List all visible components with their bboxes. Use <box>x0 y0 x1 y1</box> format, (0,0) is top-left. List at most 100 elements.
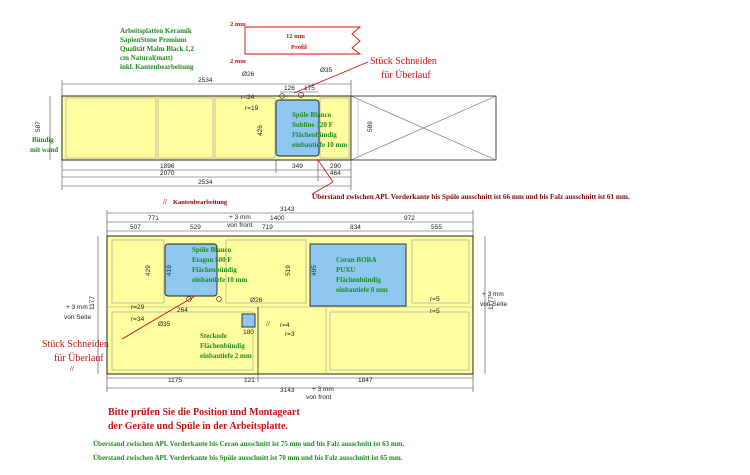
dim-label: 519 <box>285 265 292 276</box>
dim-label: r=24 <box>241 94 255 101</box>
top-wall-note: Bündig mit wand <box>30 136 58 154</box>
dim-label: 507 <box>130 224 141 231</box>
top-worktop <box>61 92 352 161</box>
dim-label: r=5 <box>430 308 440 315</box>
dim-label: 587 <box>35 121 42 132</box>
dim-label: 175 <box>304 85 315 92</box>
edge-profile: 2 mm 2 mm 12 mm Profil <box>230 21 362 65</box>
sink-note-line: einbautiefe 10 mm <box>192 276 247 284</box>
dim-label: 429 <box>145 265 152 276</box>
dim-label: 1177 <box>89 296 96 310</box>
side-tolerance-notes: + 3 mm von Seite + 3 mm von Seite <box>64 291 507 321</box>
edge-label: Kantenbearbeitung <box>173 199 228 206</box>
dim-label: 464 <box>330 170 341 177</box>
socket-note-line: Flächenbündig <box>200 342 245 350</box>
dim-label: von front <box>306 394 331 401</box>
material-line: SapienStone Premium <box>120 36 187 44</box>
overhang-note: Überstand zwischen APL Vorderkante bis S… <box>93 454 403 462</box>
dim-label: 419 <box>166 265 173 276</box>
sink-note-line: Flächenbündig <box>192 266 237 274</box>
sink-note-line: Spüle Blanco <box>192 246 232 254</box>
dim-label: 1400 <box>270 215 285 222</box>
sink-note-line: Spüle Blanco <box>292 111 332 119</box>
dim-label: 495 <box>311 265 318 276</box>
cooktop-note-line: Flächenbündig <box>336 276 381 284</box>
side-tolerance-right: + 3 mm <box>482 291 504 298</box>
sink-note-line: Etagon 500 F <box>192 256 232 264</box>
dim-label: 555 <box>431 224 442 231</box>
material-note: Arbeitsplatten Keramik SapienStone Premi… <box>120 27 194 71</box>
top-overhang-note: Überstand zwischen APL Vorderkante bis S… <box>311 159 630 201</box>
dim-label: 589 <box>367 121 374 132</box>
sink-note-line: einbautiefe 10 mm <box>292 141 347 149</box>
profile-top-label: 2 mm <box>230 21 246 28</box>
dim-label: + 3 mm <box>229 214 251 221</box>
bottom-sink-note: Spüle Blanco Etagon 500 F Flächenbündig … <box>192 246 247 284</box>
top-sink-note: Spüle Blanco Subline 320 F Flächenbündig… <box>292 111 347 149</box>
dim-label: r=34 <box>131 316 145 323</box>
bottom-cooktop-cutout <box>309 243 407 307</box>
dim-label: 2534 <box>198 77 213 84</box>
dim-label: 1847 <box>358 377 373 384</box>
dim-label: von front <box>227 222 252 229</box>
dim-label: 2534 <box>198 179 213 186</box>
socket-note-line: Steckode <box>200 332 227 340</box>
cooktop-note-line: Ceran BORA <box>336 256 377 264</box>
dim-label: 126 <box>284 85 295 92</box>
dim-label: 426 <box>257 125 264 136</box>
dim-label: Ø35 <box>320 67 333 74</box>
dim-label: 3143 <box>280 206 295 213</box>
cooktop-note-line: einbautiefe 8 mm <box>336 286 388 294</box>
dim-label: r=29 <box>131 304 145 311</box>
socket-note-line: einbautiefe 2 mm <box>200 352 252 360</box>
cut-note-line: Stück Schneiden <box>370 56 437 67</box>
dim-label: 180 <box>243 329 254 336</box>
profile-thickness-label: 12 mm <box>286 33 306 40</box>
material-line: Qualität Malm Black 1,2 <box>120 45 194 53</box>
bottom-sink-cutout <box>164 243 218 297</box>
dim-label: 3143 <box>280 387 295 394</box>
bottom-cooktop-note: Ceran BORA PUXU Flächenbündig einbautief… <box>336 256 388 294</box>
dim-label: 349 <box>292 163 303 170</box>
material-line: Arbeitsplatten Keramik <box>120 27 192 35</box>
bottom-dimension-labels: 3143 771 1400 972 507 529 719 834 555 + … <box>89 206 495 401</box>
side-tolerance-left: + 3 mm <box>66 304 88 311</box>
overhang-note: Überstand zwischen APL Vorderkante bis C… <box>93 440 405 448</box>
socket-cutout <box>241 313 256 328</box>
dim-label: 290 <box>330 163 341 170</box>
dim-label: 719 <box>262 224 273 231</box>
dim-label: r=5 <box>430 296 440 303</box>
cut-note-line: für Überlauf <box>381 69 431 81</box>
top-tap-hole <box>298 92 304 98</box>
check-note-line: der Geräte und Spüle in der Arbeitsplatt… <box>108 421 288 432</box>
dim-label: r=4 <box>280 322 290 329</box>
material-line: cm Natural(matt) <box>120 54 173 62</box>
dim-label: Ø26 <box>242 71 255 78</box>
check-note: Bitte prüfen Sie die Position und Montag… <box>108 407 300 432</box>
dim-label: 529 <box>190 224 201 231</box>
edge-mark: // <box>265 320 271 328</box>
profile-title: Profil <box>291 44 307 51</box>
edge-mark: // <box>69 365 75 373</box>
edge-mark: // <box>162 198 168 206</box>
check-note-line: Bitte prüfen Sie die Position und Montag… <box>108 407 300 418</box>
bottom-cut-note: Stück Schneiden für Überlauf <box>42 295 196 364</box>
dim-label: 264 <box>177 307 188 314</box>
top-cut-note: Stück Schneiden für Überlauf <box>293 56 437 94</box>
dim-label: 1896 <box>160 163 175 170</box>
top-sink-cutout <box>275 99 320 157</box>
profile-bottom-label: 2 mm <box>230 58 246 65</box>
dim-label: 771 <box>148 215 159 222</box>
top-cabinet-outline <box>350 95 497 161</box>
overhang-note: Überstand zwischen APL Vorderkante bis S… <box>312 192 630 201</box>
dim-label: 1175 <box>168 377 182 384</box>
dim-label: Ø35 <box>158 321 171 328</box>
dim-label: 1177 <box>488 296 495 310</box>
wall-note-line: Bündig <box>32 136 54 144</box>
socket-note: Steckode Flächenbündig einbautiefe 2 mm <box>200 332 252 360</box>
bottom-dimensions <box>97 210 486 392</box>
cut-note-line: Stück Schneiden <box>42 339 109 350</box>
cooktop-note-line: PUXU <box>336 266 355 274</box>
top-dimension-labels: 2534 587 589 Ø26 Ø35 r=24 r=19 126 175 4… <box>35 67 374 186</box>
